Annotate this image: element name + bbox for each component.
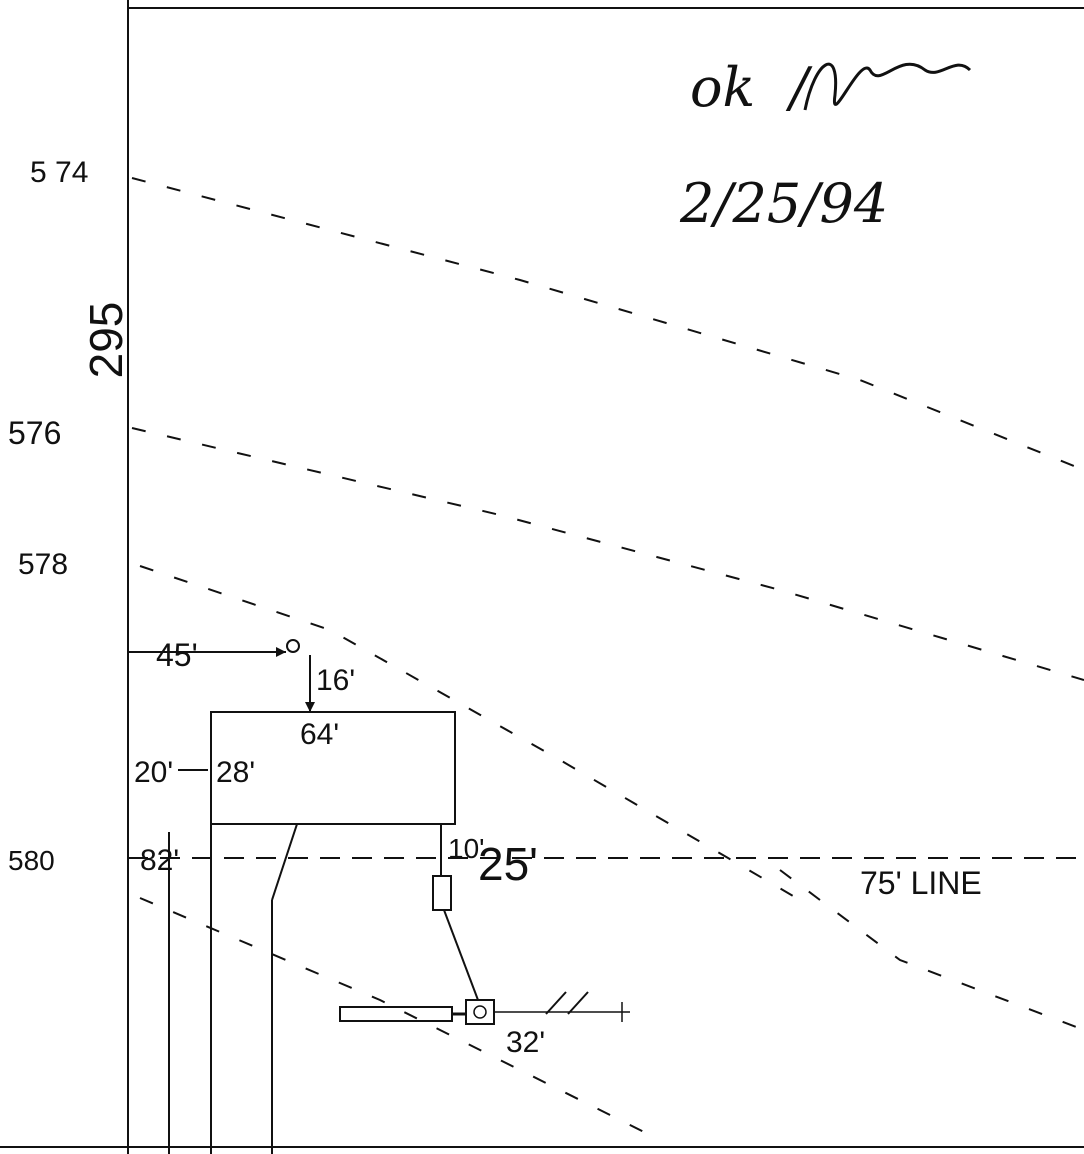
tank-offset-label: 10' [448,833,485,864]
field-length-label: 32' [506,1026,545,1059]
house-width-label: 64' [300,718,339,751]
side-setback-label: 20' [134,756,173,789]
distribution-box [465,999,495,1025]
contour-label-574: 5 74 [30,156,88,189]
contour-line-574 [131,177,1084,471]
contour-label-578: 578 [18,548,68,581]
approval-date: 2/25/94 [679,172,888,235]
field-hatch-1 [545,991,567,1015]
front-setback-arrowhead [276,647,286,657]
approval-note: ok [690,56,755,119]
contour-lines [131,177,1084,1136]
leach-field [339,1006,453,1022]
distribution-box-port [473,1005,487,1019]
house-footprint [210,711,456,825]
house-depth-label: 28' [216,756,255,789]
pipe-run-label: 25' [478,838,538,890]
setback-line-label: 75' LINE [860,865,982,901]
contour-line-580b [779,869,1084,1031]
contour-label-580: 580 [8,845,55,876]
approval-signature [803,62,972,111]
driveway-offset-label: 82' [140,844,179,877]
approval-initials: / [785,56,813,119]
contour-label-576: 576 [8,415,61,451]
tank-to-box-line [443,909,479,1001]
contour-line-576 [131,427,1084,681]
lot-depth-label: 295 [80,302,132,379]
field-hatch-2 [567,991,589,1015]
septic-tank [432,875,452,911]
contour-line-578 [139,565,801,901]
well-marker [286,639,300,653]
well-offset-arrowhead [305,702,315,712]
contour-line-580 [139,897,651,1136]
front-setback-label: 45' [156,637,198,673]
well-offset-label: 16' [316,664,355,697]
driveway-curve [271,823,298,901]
